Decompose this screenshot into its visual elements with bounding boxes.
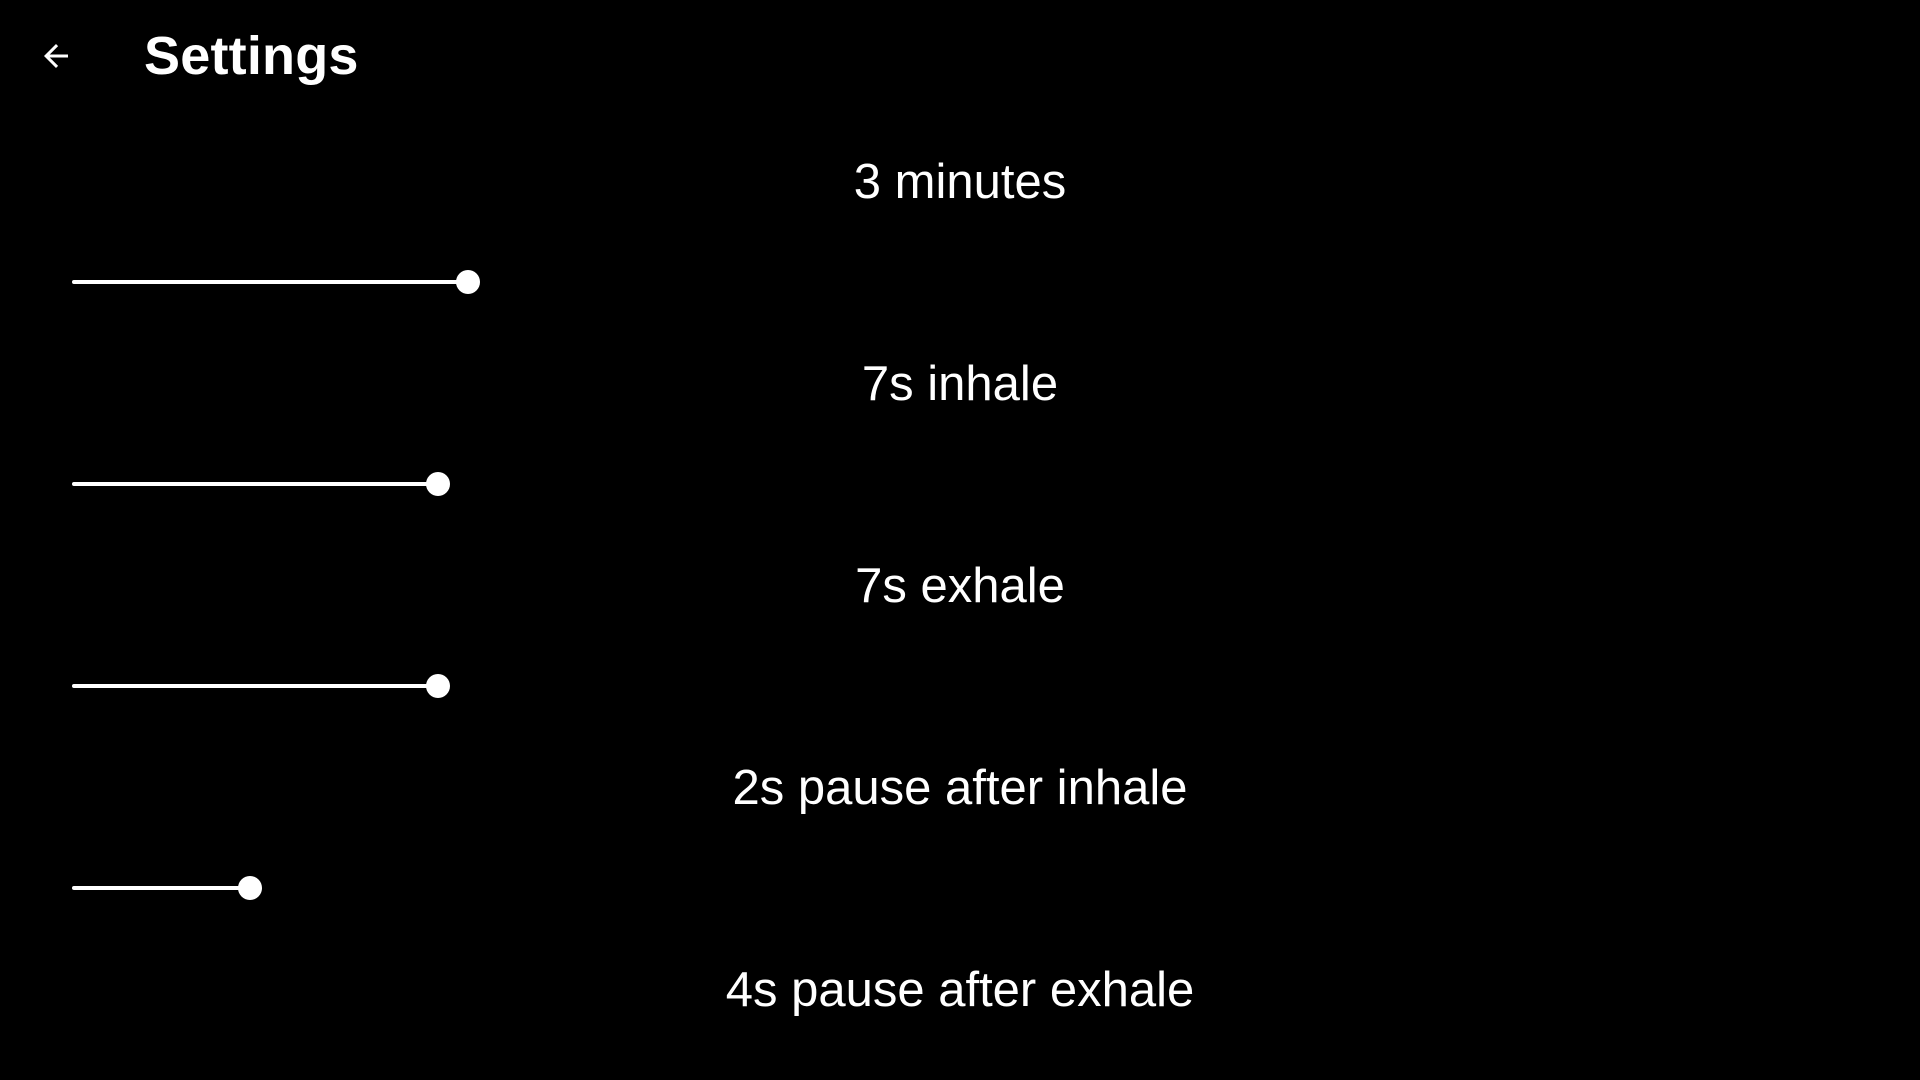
back-button[interactable] xyxy=(22,22,90,90)
setting-label: 2s pause after inhale xyxy=(732,761,1188,815)
exhale-slider[interactable] xyxy=(72,672,452,700)
slider-thumb[interactable] xyxy=(426,472,450,496)
duration-slider[interactable] xyxy=(72,268,482,296)
arrow-left-icon xyxy=(38,38,74,74)
setting-label: 7s inhale xyxy=(861,357,1059,411)
slider-track xyxy=(72,886,250,890)
slider-track xyxy=(72,280,468,284)
setting-label: 3 minutes xyxy=(853,155,1067,209)
slider-thumb[interactable] xyxy=(426,674,450,698)
setting-label: 4s pause after exhale xyxy=(725,963,1195,1017)
page-title: Settings xyxy=(144,26,359,86)
slider-thumb[interactable] xyxy=(456,270,480,294)
slider-track xyxy=(72,482,438,486)
top-app-bar: Settings xyxy=(0,0,1920,112)
slider-track xyxy=(72,684,438,688)
setting-label: 7s exhale xyxy=(855,559,1065,613)
pause-after-inhale-slider[interactable] xyxy=(72,874,264,902)
slider-thumb[interactable] xyxy=(238,876,262,900)
inhale-slider[interactable] xyxy=(72,470,452,498)
